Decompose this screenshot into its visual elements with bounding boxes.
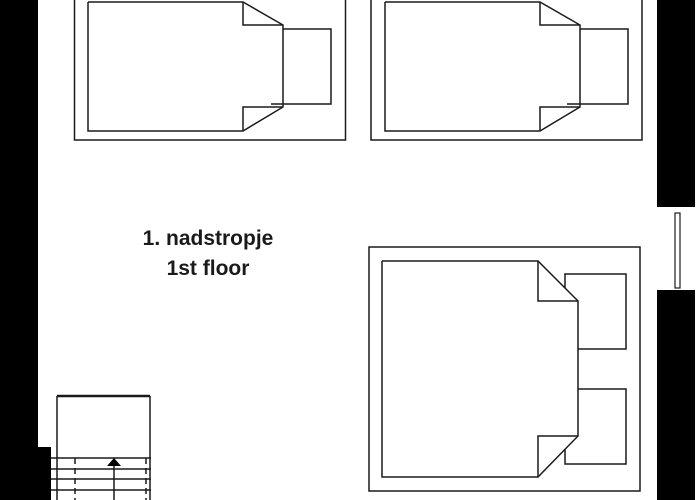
floor-label-local: 1. nadstropje bbox=[142, 227, 274, 250]
arrow-up-icon bbox=[107, 458, 121, 466]
pillow bbox=[567, 28, 629, 105]
staircase bbox=[51, 394, 151, 500]
left-wall bbox=[0, 0, 51, 500]
double-bed bbox=[368, 246, 641, 492]
floor-label-english: 1st floor bbox=[166, 257, 250, 280]
right-wall bbox=[657, 0, 695, 500]
single-bed-top-right bbox=[370, 0, 643, 141]
pillow bbox=[271, 28, 332, 105]
single-bed-top-left bbox=[73, 0, 347, 141]
window bbox=[674, 212, 681, 289]
